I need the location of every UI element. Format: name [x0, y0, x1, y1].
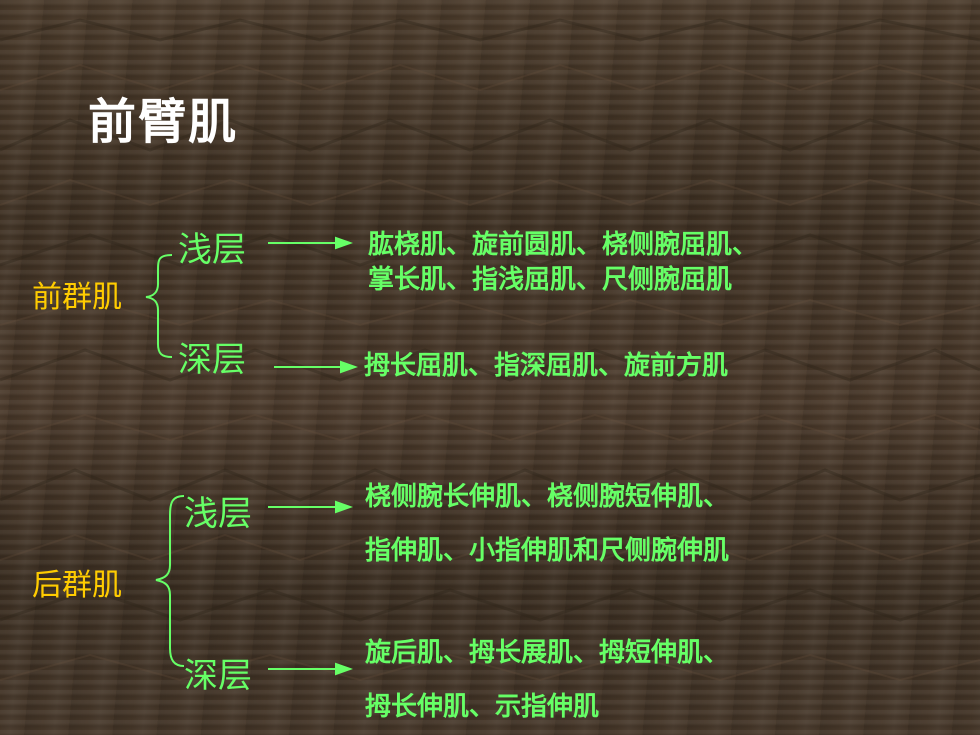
page-title: 前臂肌 — [88, 94, 239, 150]
front-deep-line-1: 拇长屈肌、指深屈肌、旋前方肌 — [364, 351, 729, 381]
front-group-label: 前群肌 — [32, 280, 122, 315]
back-deep-line-2: 拇长伸肌、示指伸肌 — [365, 692, 600, 722]
back-deep-line-1: 旋后肌、拇长展肌、拇短伸肌、 — [365, 638, 730, 668]
back-superficial-arrowhead — [335, 500, 353, 514]
front-superficial-line-2: 掌长肌、指浅屈肌、尺侧腕屈肌 — [368, 265, 733, 295]
back-brace — [155, 495, 185, 667]
front-deep-arrowhead — [340, 360, 358, 374]
back-group-label: 后群肌 — [32, 568, 122, 603]
back-deep-arrowhead — [335, 662, 353, 676]
back-superficial-line-1: 桡侧腕长伸肌、桡侧腕短伸肌、 — [365, 482, 730, 512]
front-brace — [145, 254, 173, 358]
front-superficial-label: 浅层 — [178, 230, 246, 270]
back-superficial-label: 浅层 — [184, 494, 252, 534]
back-deep-label: 深层 — [184, 656, 252, 696]
front-superficial-arrowhead — [335, 236, 353, 250]
front-superficial-line-1: 肱桡肌、旋前圆肌、桡侧腕屈肌、 — [368, 230, 759, 260]
front-deep-label: 深层 — [178, 340, 246, 380]
back-superficial-line-2: 指伸肌、小指伸肌和尺侧腕伸肌 — [365, 536, 730, 566]
